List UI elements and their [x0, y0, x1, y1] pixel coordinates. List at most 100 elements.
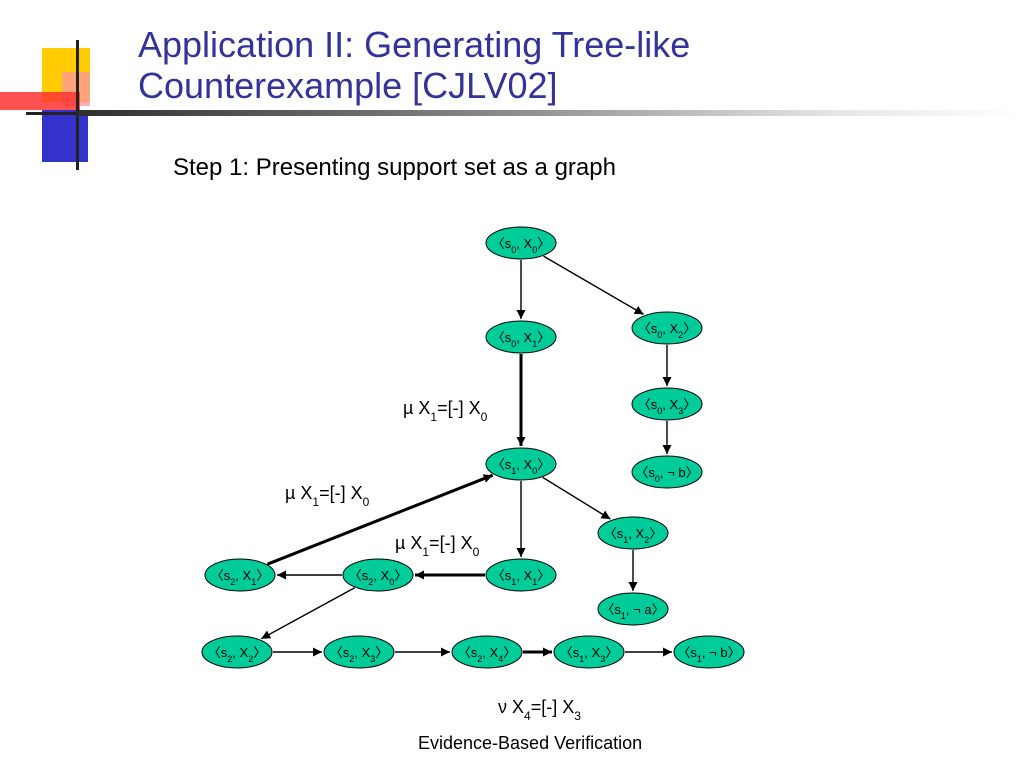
node-formula: b: [678, 465, 685, 480]
angle-close: 〉: [537, 236, 550, 251]
angle-close: 〉: [394, 568, 407, 583]
node-state-sub: 2: [230, 577, 235, 587]
node-formula-sub: 1: [532, 577, 537, 587]
node-state-sub: 2: [227, 654, 232, 664]
fixpoint-var-sub: 1: [422, 545, 429, 559]
node-sep: ,: [662, 397, 669, 412]
graph-node-s2X3: 〈s2, X3〉: [323, 635, 395, 669]
node-label: 〈s2, X1〉: [211, 568, 269, 587]
node-sep: ,: [584, 645, 591, 660]
slide-footer: Evidence-Based Verification: [418, 733, 643, 753]
node-ellipse: [485, 558, 557, 592]
graph-node-s2X2: 〈s2, X2〉: [201, 635, 273, 669]
node-state: s: [651, 321, 658, 336]
fixpoint-var: X: [410, 533, 422, 553]
fixpoint-annotation-1: µ X1=[-] X0: [403, 398, 488, 424]
negation-symbol: ¬: [709, 645, 720, 660]
graph-node-s1X3: 〈s1, X3〉: [553, 635, 625, 669]
node-label: 〈s0, X2〉: [638, 321, 696, 340]
node-state-sub: 1: [621, 611, 626, 621]
graph-node-s0X3: 〈s0, X3〉: [631, 387, 703, 421]
angle-open: 〈: [458, 645, 471, 660]
node-state-sub: 0: [657, 330, 662, 340]
fixpoint-op: =[-]: [429, 533, 461, 553]
graph-node-s1X0: 〈s1, X0〉: [485, 447, 557, 481]
node-state-sub: 1: [511, 466, 516, 476]
node-state-sub: 1: [579, 654, 584, 664]
node-label: 〈s0, X1〉: [492, 330, 550, 349]
graph-node-s1nb: 〈s1, ¬ b〉: [673, 635, 745, 669]
node-formula: b: [720, 645, 727, 660]
angle-close: 〉: [256, 568, 269, 583]
node-formula: X: [670, 397, 679, 412]
node-formula-sub: 3: [678, 406, 683, 416]
angle-open: 〈: [330, 645, 343, 660]
angle-open: 〈: [604, 526, 617, 541]
node-sep: ,: [660, 465, 667, 480]
angle-open: 〈: [677, 645, 690, 660]
node-label: 〈s0, ¬ b〉: [635, 465, 698, 484]
graph-node-s2X1: 〈s2, X1〉: [204, 558, 276, 592]
graph-edge-s2X1-s1X0: [266, 473, 494, 566]
node-ellipse: [204, 558, 276, 592]
fixpoint-op: =[-]: [531, 697, 563, 717]
graph-node-s0X2: 〈s0, X2〉: [631, 311, 703, 345]
node-label: 〈s1, X3〉: [560, 645, 618, 664]
node-state-sub: 1: [623, 535, 628, 545]
node-sep: ,: [232, 645, 239, 660]
angle-open: 〈: [560, 645, 573, 660]
node-label: 〈s1, X0〉: [492, 457, 550, 476]
node-ellipse: [485, 320, 557, 354]
fixpoint-annotation-2: µ X1=[-] X0: [285, 483, 370, 509]
angle-close: 〉: [649, 526, 662, 541]
node-state: s: [362, 568, 369, 583]
node-label: 〈s2, X4〉: [458, 645, 516, 664]
node-state-sub: 0: [511, 245, 516, 255]
node-formula-sub: 4: [498, 654, 503, 664]
node-sep: ,: [662, 321, 669, 336]
node-label: 〈s1, X2〉: [604, 526, 662, 545]
negation-symbol: ¬: [667, 465, 678, 480]
fixpoint-target-sub: 3: [574, 709, 581, 723]
node-sep: ,: [373, 568, 380, 583]
angle-close: 〉: [683, 321, 696, 336]
node-formula: X: [524, 568, 533, 583]
graph-edge-s2X0-s2X2: [260, 587, 355, 640]
node-formula-sub: 1: [251, 577, 256, 587]
angle-close: 〉: [503, 645, 516, 660]
fixpoint-var: X: [418, 398, 430, 418]
node-sep: ,: [516, 330, 523, 345]
node-ellipse: [673, 635, 745, 669]
fixpoint-var: X: [300, 483, 312, 503]
node-sep: ,: [516, 568, 523, 583]
node-label: 〈s2, X0〉: [349, 568, 407, 587]
fixpoint-target-sub: 0: [363, 495, 370, 509]
logo-vertical-line: [76, 40, 79, 170]
fixpoint-annotation-3: µ X1=[-] X0: [395, 533, 480, 559]
graph-node-s1na: 〈s1, ¬ a〉: [597, 592, 669, 626]
node-state-sub: 2: [477, 654, 482, 664]
node-label: 〈s0, X0〉: [492, 236, 550, 255]
fixpoint-op: =[-]: [437, 398, 469, 418]
node-state: s: [690, 645, 697, 660]
node-ellipse: [631, 311, 703, 345]
node-label: 〈s1, ¬ a〉: [601, 602, 664, 621]
node-state: s: [651, 397, 658, 412]
fixpoint-target-sub: 0: [481, 410, 488, 424]
slide-title: Application II: Generating Tree-like Cou…: [138, 24, 998, 106]
node-state: s: [505, 330, 512, 345]
fixpoint-var: X: [512, 697, 524, 717]
angle-open: 〈: [601, 602, 614, 617]
graph-edge-s0X0-s0X2: [543, 255, 645, 316]
fixpoint-annotation-4: ν X4=[-] X3: [498, 697, 581, 723]
node-formula-sub: 2: [678, 330, 683, 340]
node-formula-sub: 3: [600, 654, 605, 664]
angle-close: 〉: [537, 457, 550, 472]
node-ellipse: [485, 226, 557, 260]
angle-open: 〈: [211, 568, 224, 583]
fixpoint-var-sub: 1: [312, 495, 319, 509]
node-formula: X: [524, 457, 533, 472]
node-formula-sub: 3: [370, 654, 375, 664]
angle-close: 〉: [605, 645, 618, 660]
